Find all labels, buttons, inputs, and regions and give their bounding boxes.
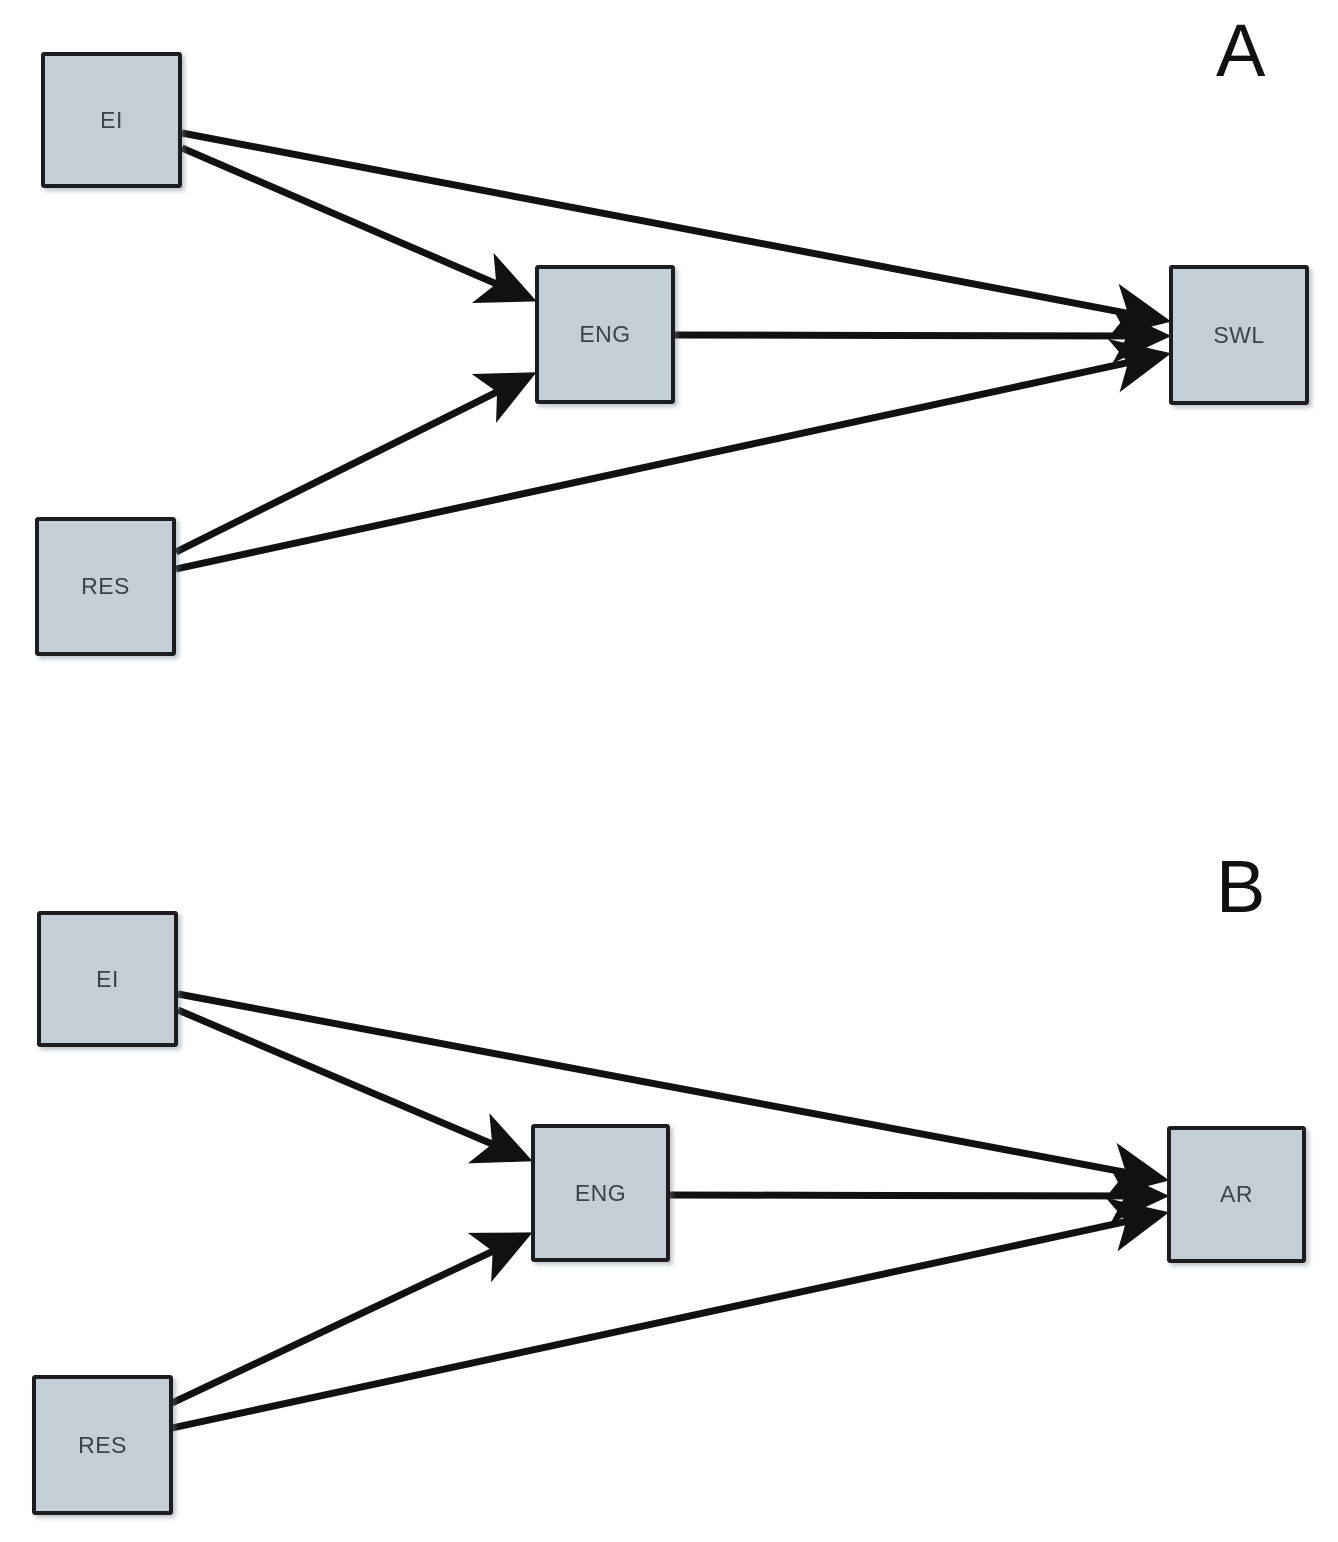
node-label: ENG — [579, 321, 631, 347]
panel-label-b: B — [1216, 845, 1266, 928]
edge-res-to-eng-b — [170, 1232, 533, 1407]
node-ar-panel-b[interactable]: AR — [1167, 1126, 1306, 1263]
node-eng-panel-a[interactable]: ENG — [535, 265, 675, 404]
node-swl-panel-a[interactable]: SWL — [1169, 265, 1309, 405]
node-label: EI — [100, 106, 123, 133]
node-ei-panel-a[interactable]: EI — [41, 52, 182, 188]
node-ei-panel-b[interactable]: EI — [37, 911, 178, 1047]
node-label: EI — [96, 965, 119, 992]
node-res-panel-a[interactable]: RES — [35, 517, 176, 656]
node-label: AR — [1220, 1181, 1253, 1207]
edge-eng-to-swl-a — [674, 308, 1172, 364]
node-label: SWL — [1213, 321, 1265, 348]
node-res-panel-b[interactable]: RES — [32, 1375, 173, 1515]
edge-res-to-eng-a — [174, 372, 537, 556]
edge-eng-to-ar-b — [669, 1168, 1170, 1224]
edge-ei-to-eng-b — [176, 1006, 533, 1164]
node-label: ENG — [574, 1179, 627, 1206]
node-eng-panel-b[interactable]: ENG — [531, 1124, 670, 1262]
node-label: RES — [78, 1431, 127, 1458]
panel-label-a: A — [1216, 9, 1266, 92]
node-label: RES — [81, 573, 130, 599]
edge-ei-to-eng-a — [180, 144, 537, 304]
